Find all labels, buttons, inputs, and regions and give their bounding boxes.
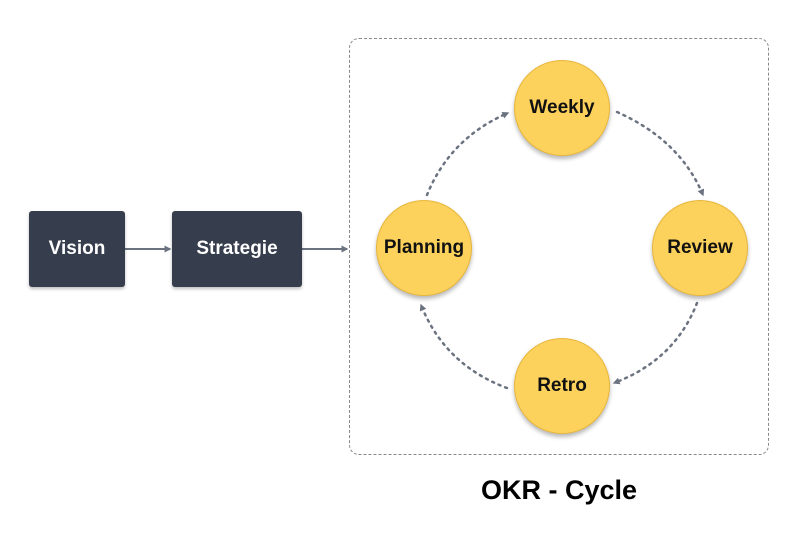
cycle-node-retro: Retro [514,338,610,434]
okr-cycle-frame [349,38,769,455]
cycle-node-planning: Planning [376,200,472,296]
arrow-planning-to-weekly [425,111,510,197]
strategie-label: Strategie [196,238,278,259]
arrow-weekly-to-review [615,110,705,197]
cycle-caption: OKR - Cycle [480,475,638,505]
arrow-retro-to-planning [419,303,509,390]
planning-label: Planning [383,237,465,258]
review-label: Review [667,237,733,258]
strategie-box: Strategie [172,211,302,287]
cycle-node-weekly: Weekly [514,60,610,156]
vision-box: Vision [29,211,125,287]
cycle-node-review: Review [652,200,748,296]
arrow-review-to-retro [612,301,699,385]
retro-label: Retro [537,375,587,396]
vision-label: Vision [48,238,106,259]
weekly-label: Weekly [529,97,595,118]
